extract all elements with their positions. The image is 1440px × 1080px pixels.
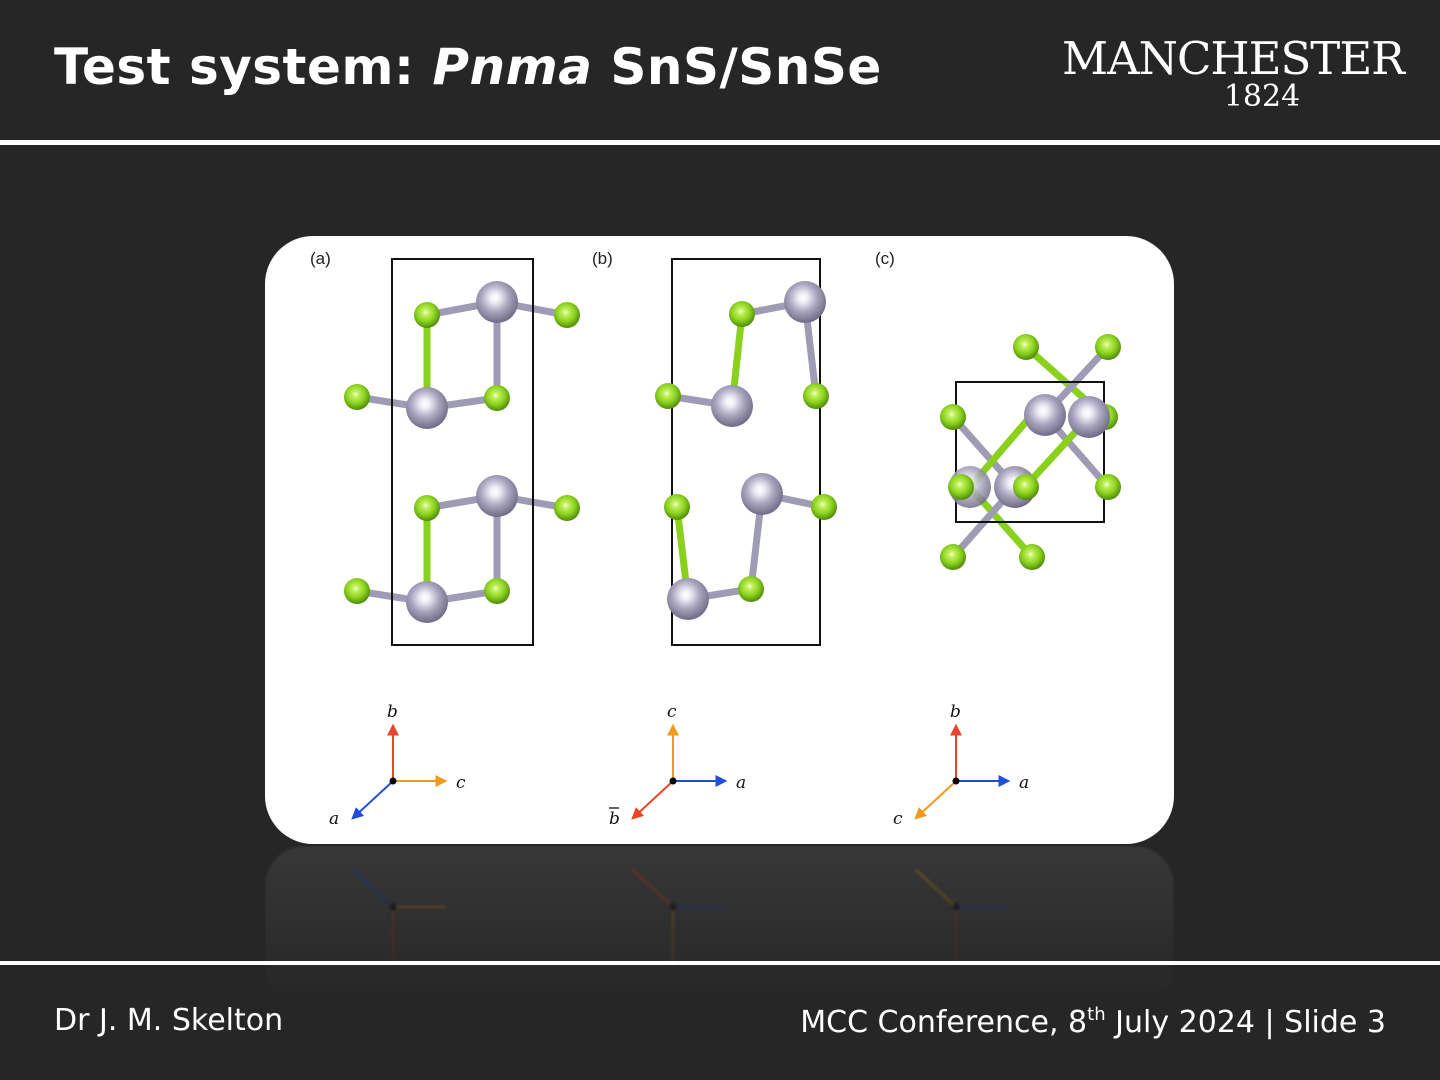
chalcogen-atom [811,494,837,520]
footer-event-suffix: July 2024 | Slide 3 [1105,1005,1386,1040]
reflected-origin [669,903,677,911]
panel-c: (c) b a c [875,249,1121,829]
panel-c-label: (c) [875,249,895,268]
chalcogen-atom [484,578,510,604]
logo-year: 1824 [1223,79,1301,114]
chalcogen-atom [1019,544,1045,570]
axis-diag-arrow [631,780,674,820]
title-prefix: Test system: [54,38,433,96]
reflected-axis [632,869,674,908]
chalcogen-atom [344,384,370,410]
tin-atom [1068,396,1110,438]
chalcogen-atom [664,494,690,520]
panel-a: (a) [310,249,580,829]
chalcogen-atom [738,576,764,602]
crystal-structure-figure: (a) [265,236,1174,844]
axes-origin [389,777,397,785]
footer-author: Dr J. M. Skelton [54,1003,284,1038]
axes-triad-c: b a c [893,702,1029,829]
chalcogen-atom [484,385,510,411]
tin-atom [711,385,753,427]
figure-card [265,236,1174,844]
reflected-axis [915,869,957,908]
reflection-card [265,846,1174,1006]
reflection-image [265,846,1174,1006]
reflected-axis [352,869,394,908]
tin-atom [476,475,518,517]
chalcogen-atom [948,474,974,500]
axis-right-label: a [736,773,746,793]
chalcogen-atom [940,544,966,570]
axis-diag-arrow [351,780,394,820]
axis-diag-label: a [329,809,339,829]
axis-diag-label: c [893,809,903,829]
tin-atom [406,581,448,623]
header-divider [0,140,1440,145]
tin-atom [741,473,783,515]
chalcogen-atom [940,404,966,430]
reflected-origin [389,903,397,911]
footer-event: MCC Conference, 8th July 2024 | Slide 3 [800,1005,1386,1040]
axis-diag-label: b [609,809,620,829]
chalcogen-atom [344,578,370,604]
title-suffix: SnS/SnSe [592,38,882,96]
chalcogen-atom [414,495,440,521]
axes-triad-a: b c a [329,702,466,829]
panel-a-label: (a) [310,249,331,268]
university-logo: MANCHESTER 1824 [1062,32,1405,114]
axis-diag-arrow [914,780,957,820]
axis-up-label: b [950,702,961,722]
unit-cell-outline [955,381,1105,523]
tin-atom [1024,394,1066,436]
figure-reflection [265,846,1174,1006]
chalcogen-atom [655,383,681,409]
tin-atom [476,281,518,323]
footer-event-prefix: MCC Conference, 8 [800,1005,1088,1040]
reflected-origin [952,903,960,911]
chalcogen-atom [414,302,440,328]
tin-atom [406,387,448,429]
unit-cell-outline [391,258,534,646]
axes-origin [952,777,960,785]
tin-atom [667,578,709,620]
axes-origin [669,777,677,785]
chalcogen-atom [1013,334,1039,360]
structure-illustration: (a) [265,236,1174,844]
footer-divider [0,961,1440,965]
chalcogen-atom [554,302,580,328]
title-space-group: Pnma [432,38,593,96]
tin-atom [784,281,826,323]
axes-triad-b: c a b [609,702,746,829]
chalcogen-atom [1095,474,1121,500]
axis-right-label: a [1019,773,1029,793]
axis-right-label: c [456,773,466,793]
chalcogen-atom [729,301,755,327]
footer-event-superscript: th [1087,1004,1106,1025]
chalcogen-atom [554,495,580,521]
axis-up-label: c [667,702,677,722]
axis-up-label: b [387,702,398,722]
chalcogen-atom [1013,474,1039,500]
chalcogen-atom [803,383,829,409]
unit-cell-outline [671,258,821,646]
panel-b: (b) c a b [592,249,837,829]
panel-b-label: (b) [592,249,613,268]
chalcogen-atom [1095,334,1121,360]
logo-word: MANCHESTER [1062,32,1405,85]
slide-title: Test system: Pnma SnS/SnSe [54,38,882,96]
